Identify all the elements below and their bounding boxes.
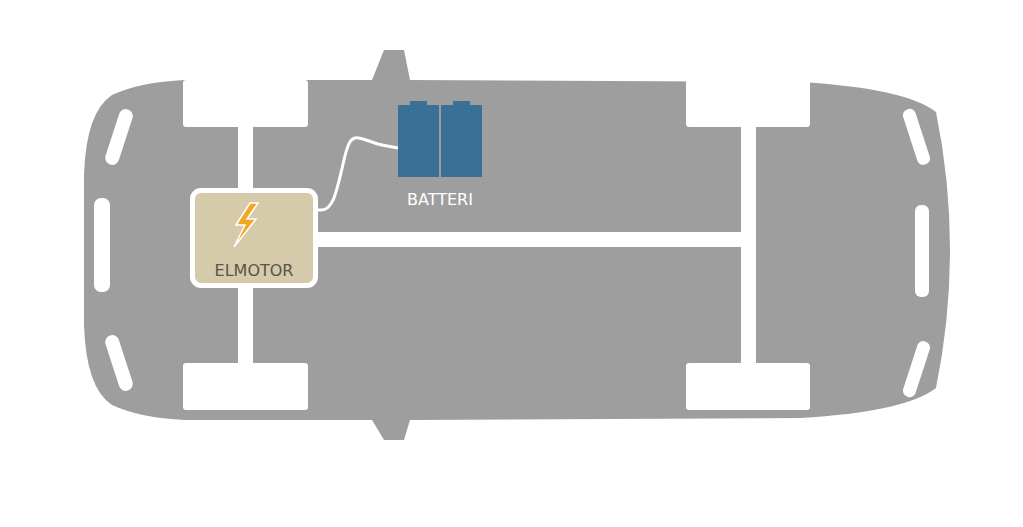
car-slots (94, 107, 932, 398)
drive-shaft (300, 232, 756, 247)
motor-box: ELMOTOR (190, 188, 318, 288)
lightning-bolt (234, 203, 258, 247)
power-cable (318, 138, 398, 210)
battery-label: BATTERI (380, 190, 500, 209)
battery-pack: BATTERI (380, 100, 500, 209)
battery-cell (441, 105, 482, 177)
battery-cells (398, 100, 482, 180)
wheel (183, 80, 810, 410)
battery-cell (398, 105, 439, 177)
motor-label: ELMOTOR (195, 261, 313, 280)
battery-terminal (453, 101, 470, 106)
battery-terminal (410, 101, 427, 106)
car-body (84, 50, 950, 440)
lightning-symbol (228, 201, 268, 251)
